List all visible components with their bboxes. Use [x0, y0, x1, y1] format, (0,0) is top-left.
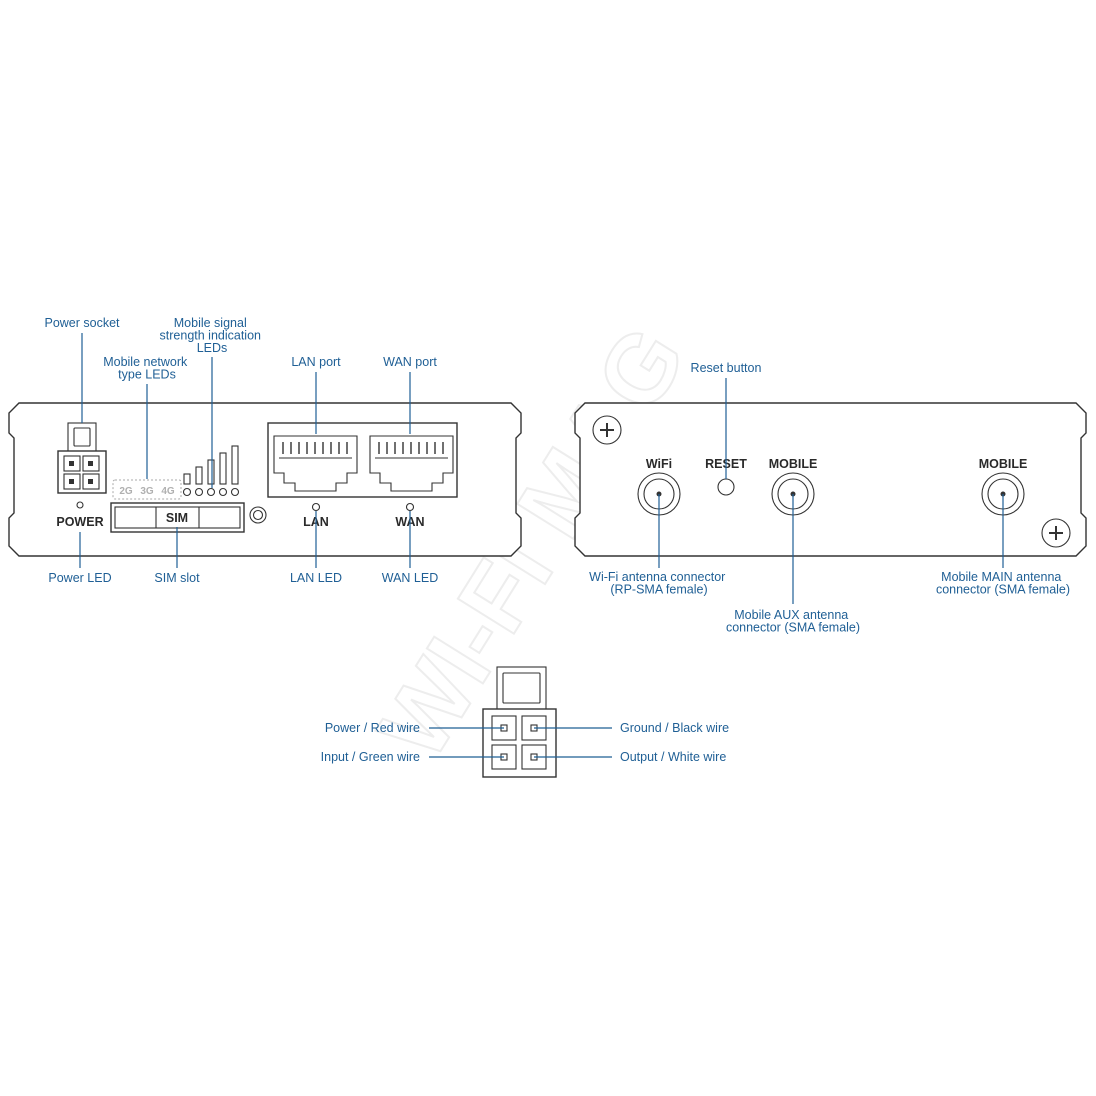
signal-strength-leds: [182, 445, 240, 497]
power-led: [76, 501, 84, 509]
wan-led-callout: WAN LED: [382, 571, 439, 585]
network-leds-callout: Mobile network type LEDs: [103, 355, 191, 382]
signal-leds-callout: Mobile signal strength indication LEDs: [160, 316, 265, 355]
power-connector-pinout: Power / Red wire Input / Green wire Grou…: [321, 666, 729, 778]
wan-led: [405, 502, 415, 512]
sim-label: SIM: [166, 511, 188, 525]
front-panel: POWER 2G 3G 4G SIM: [8, 316, 522, 585]
network-type-2g: 2G: [119, 486, 133, 497]
output-wire-label: Output / White wire: [620, 750, 726, 764]
lan-led: [311, 502, 321, 512]
power-led-callout: Power LED: [48, 571, 111, 585]
input-wire-label: Input / Green wire: [321, 750, 420, 764]
power-label: POWER: [56, 515, 103, 529]
lan-port: [273, 435, 358, 492]
network-type-leds: 2G 3G 4G: [112, 479, 182, 500]
aux-antenna-callout: Mobile AUX antenna connector (SMA female…: [726, 608, 860, 635]
wifi-label: WiFi: [646, 457, 672, 471]
power-socket: [57, 422, 107, 494]
reset-button: [717, 478, 735, 496]
back-panel: WiFi RESET MOBILE MOBILE Reset button Wi…: [574, 361, 1087, 635]
wan-port: [369, 435, 454, 492]
lan-led-callout: LAN LED: [290, 571, 342, 585]
sim-slot-callout: SIM slot: [154, 571, 200, 585]
ground-wire-label: Ground / Black wire: [620, 721, 729, 735]
mobile-main-label: MOBILE: [979, 457, 1028, 471]
network-type-4g: 4G: [161, 486, 175, 497]
power-socket-callout: Power socket: [44, 316, 120, 330]
wifi-antenna-callout: Wi-Fi antenna connector (RP-SMA female): [589, 570, 729, 597]
network-type-3g: 3G: [140, 486, 154, 497]
back-panel-body: [574, 402, 1087, 557]
power-wire-label: Power / Red wire: [325, 721, 420, 735]
screw-top-left-icon: [592, 415, 622, 445]
main-antenna-callout: Mobile MAIN antenna connector (SMA femal…: [936, 570, 1070, 597]
reset-button-callout: Reset button: [691, 361, 762, 375]
mobile-aux-label: MOBILE: [769, 457, 818, 471]
wan-port-callout: WAN port: [383, 355, 437, 369]
lan-port-callout: LAN port: [291, 355, 341, 369]
screw-bottom-right-icon: [1041, 518, 1071, 548]
